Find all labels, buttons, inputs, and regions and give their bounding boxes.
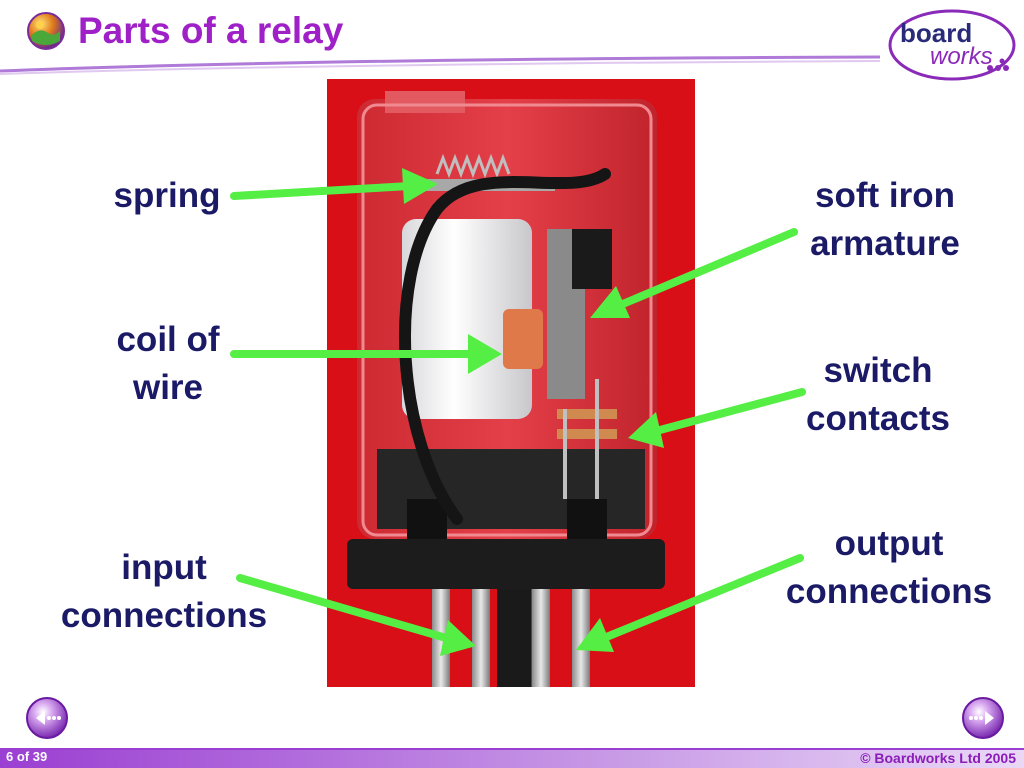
copyright-notice: © Boardworks Ltd 2005 <box>860 750 1016 766</box>
title-underline <box>0 55 880 75</box>
label-coil-of-wire: coil of wire <box>116 320 220 407</box>
label-input-connections: input connections <box>60 548 268 635</box>
previous-slide-button[interactable] <box>25 696 69 740</box>
label-spring: spring <box>113 176 221 215</box>
svg-text:works: works <box>930 43 993 70</box>
footer-bar <box>0 748 1024 768</box>
relay-photo <box>327 79 695 687</box>
page-number: 6 of 39 <box>6 749 48 764</box>
next-slide-button[interactable] <box>961 696 1005 740</box>
page-title: Parts of a relay <box>78 10 344 51</box>
slide-icon <box>27 12 65 50</box>
label-output-connections: output connections <box>785 524 993 611</box>
back-arrow-icon <box>26 697 68 739</box>
forward-arrow-icon <box>962 697 1004 739</box>
boardworks-logo: board works <box>888 9 1016 81</box>
label-switch-contacts: switch contacts <box>806 351 950 438</box>
svg-text:board: board <box>900 18 972 48</box>
label-soft-iron-armature: soft iron armature <box>810 176 960 263</box>
